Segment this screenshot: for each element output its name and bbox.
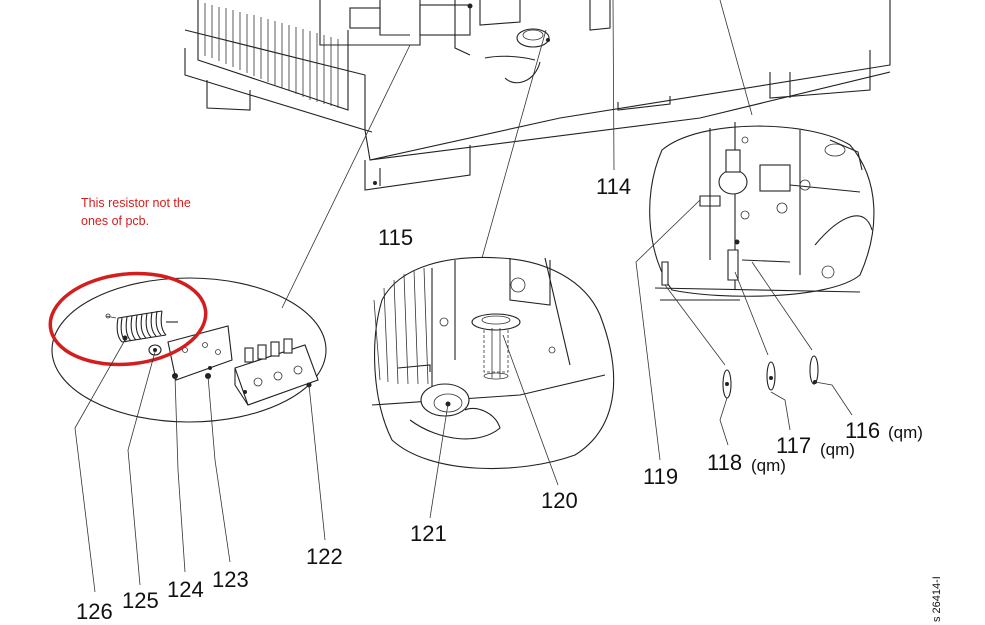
label-121: 121 [410, 521, 447, 546]
coil-resistor [105, 310, 178, 343]
label-120: 120 [541, 488, 578, 513]
label-116: 116 [845, 418, 880, 443]
probe-116 [809, 355, 819, 385]
left-leaders [74, 339, 326, 593]
label-117: 117 [776, 433, 811, 458]
solenoid-valve [718, 169, 748, 195]
label-117-suffix: (qm) [820, 440, 855, 459]
resistor-detail-callout [51, 44, 411, 423]
label-124: 124 [167, 577, 204, 602]
label-118-suffix: (qm) [751, 456, 786, 475]
drawing-number: s 26414-I [931, 576, 943, 622]
terminal-board [234, 338, 319, 406]
label-118: 118 [707, 450, 742, 475]
tank-detail-callout [371, 29, 615, 519]
cap-121 [420, 383, 470, 417]
machine-housing [184, 0, 891, 191]
valve-detail-callout [612, 0, 875, 461]
note-line-1: This resistor not the [81, 196, 191, 210]
ventilation-grille [197, 0, 349, 111]
label-126: 126 [76, 599, 113, 624]
annotation-note: This resistor not the ones of pcb. [81, 196, 191, 228]
highlight-circle [48, 271, 208, 367]
part-number-labels: 114 115 116 (qm) 117 (qm) 118 (qm) 119 1… [76, 174, 923, 624]
label-115: 115 [378, 225, 413, 250]
label-122: 122 [306, 544, 343, 569]
note-line-2: ones of pcb. [81, 214, 149, 228]
label-114: 114 [596, 174, 631, 199]
label-119: 119 [643, 464, 678, 489]
label-125: 125 [122, 588, 159, 613]
label-116-suffix: (qm) [888, 423, 923, 442]
label-123: 123 [212, 567, 249, 592]
